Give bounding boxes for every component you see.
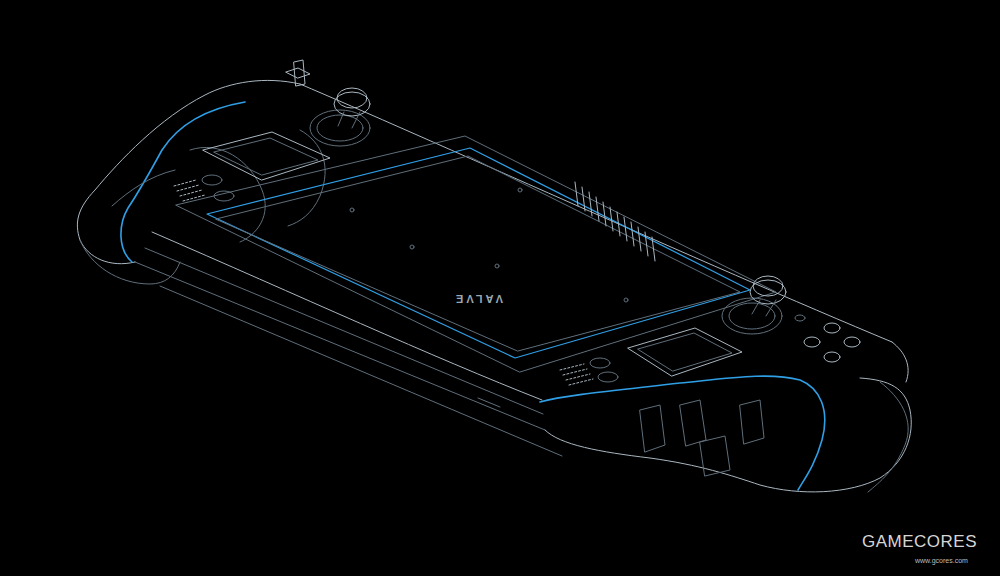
vent-slot bbox=[582, 187, 585, 211]
face-button bbox=[824, 352, 840, 362]
body-bottom-edge bbox=[160, 286, 562, 456]
screen-frame bbox=[207, 148, 750, 358]
vent-slot bbox=[652, 237, 655, 261]
vent-slot bbox=[603, 202, 606, 226]
left-stick-stem bbox=[338, 112, 360, 128]
left-grip-under bbox=[80, 240, 180, 284]
d-pad bbox=[286, 68, 310, 78]
small-button bbox=[202, 175, 222, 185]
left-grip-inner bbox=[112, 170, 175, 206]
vent-slot bbox=[596, 197, 599, 221]
screw bbox=[495, 264, 499, 268]
speaker-grille bbox=[174, 180, 205, 201]
right-stick-stem bbox=[752, 300, 776, 316]
right-grip-highlight bbox=[540, 376, 825, 490]
right-trackpad bbox=[628, 328, 742, 376]
face-button bbox=[804, 337, 820, 347]
right-stick-cap bbox=[753, 276, 783, 296]
logo-text: VALVE bbox=[453, 293, 503, 304]
small-button bbox=[590, 358, 610, 368]
vent-grille bbox=[575, 182, 655, 261]
left-trackpad bbox=[203, 132, 330, 180]
body-back-edge bbox=[300, 84, 892, 342]
device-wireframe bbox=[77, 60, 911, 492]
vent-slot bbox=[631, 222, 634, 246]
screw bbox=[624, 298, 628, 302]
right-grip-part bbox=[640, 405, 665, 452]
right-trackpad-inner bbox=[638, 333, 732, 371]
body-mid-line bbox=[145, 248, 543, 414]
small-button bbox=[214, 191, 234, 201]
right-grip-outline bbox=[545, 378, 911, 492]
left-end-outline bbox=[77, 80, 300, 263]
right-grip-part bbox=[700, 436, 730, 476]
left-grip-inner bbox=[190, 147, 265, 242]
face-button bbox=[844, 337, 860, 347]
right-grip-side bbox=[868, 382, 908, 492]
vent-slot bbox=[610, 207, 613, 231]
front-port bbox=[478, 398, 500, 407]
right-grip-part bbox=[740, 400, 764, 444]
left-grip-inner bbox=[288, 130, 325, 226]
left-trackpad-inner bbox=[214, 138, 318, 175]
body-front-face bbox=[135, 262, 545, 430]
screw bbox=[410, 245, 414, 249]
vent-slot bbox=[617, 212, 620, 236]
menu-button bbox=[795, 315, 805, 321]
vent-slot bbox=[624, 217, 627, 241]
right-stick-base bbox=[729, 303, 775, 329]
watermark-url: www.gcores.com bbox=[915, 557, 968, 564]
vent-slot bbox=[645, 232, 648, 256]
screw bbox=[518, 188, 522, 192]
vent-slot bbox=[589, 192, 592, 216]
left-grip-highlight bbox=[121, 102, 245, 262]
right-grip-part bbox=[680, 400, 706, 446]
screen-inner bbox=[216, 156, 740, 351]
screen-bezel bbox=[176, 136, 776, 372]
body-front-edge bbox=[152, 232, 542, 400]
vent-slot bbox=[575, 182, 578, 206]
vent-slot bbox=[638, 227, 641, 251]
left-stick-cap bbox=[337, 88, 367, 108]
d-pad bbox=[294, 60, 305, 86]
screw bbox=[350, 208, 354, 212]
small-button bbox=[598, 372, 618, 382]
face-button bbox=[824, 323, 840, 333]
right-end-outline bbox=[892, 342, 908, 382]
watermark: GAMECORES bbox=[862, 533, 977, 550]
speaker-grille bbox=[560, 364, 593, 385]
left-stick-base bbox=[310, 110, 370, 146]
